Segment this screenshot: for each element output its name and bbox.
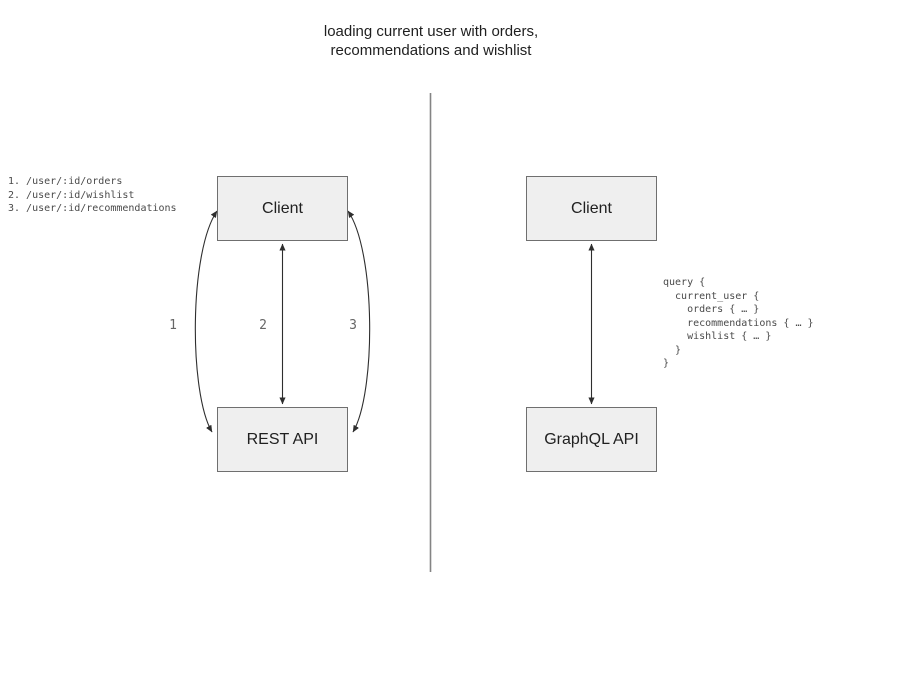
graphql-api-box: GraphQL API	[526, 407, 657, 472]
title-line-2: recommendations and wishlist	[330, 42, 532, 59]
graphql-query: query { current_user { orders { … } reco…	[663, 277, 814, 369]
rest-arrow-3	[347, 210, 371, 433]
graphql-api-label: GraphQL API	[544, 430, 639, 448]
rest-arrow-label-2: 2	[259, 318, 267, 333]
rest-arrow-label-3: 3	[349, 318, 357, 333]
rest-api-label: REST API	[246, 430, 319, 448]
rest-api-box: REST API	[217, 407, 348, 472]
rest-endpoint-list: 1. /user/:id/orders 2. /user/:id/wishlis…	[8, 175, 177, 216]
diagram-title: loading current user with orders, recomm…	[280, 22, 582, 60]
rest-arrow-1	[194, 210, 218, 433]
rest-client-box: Client	[217, 176, 348, 241]
rest-endpoint-1: 1. /user/:id/orders	[8, 176, 123, 187]
rest-endpoint-2: 2. /user/:id/wishlist	[8, 189, 135, 201]
graphql-client-box: Client	[526, 176, 657, 241]
title-line-1: loading current user with orders,	[323, 23, 539, 40]
rest-arrow-label-1: 1	[169, 318, 177, 333]
rest-client-label: Client	[262, 199, 303, 217]
rest-endpoint-3: 3. /user/:id/recommendations	[8, 203, 177, 214]
graphql-client-label: Client	[571, 199, 612, 217]
